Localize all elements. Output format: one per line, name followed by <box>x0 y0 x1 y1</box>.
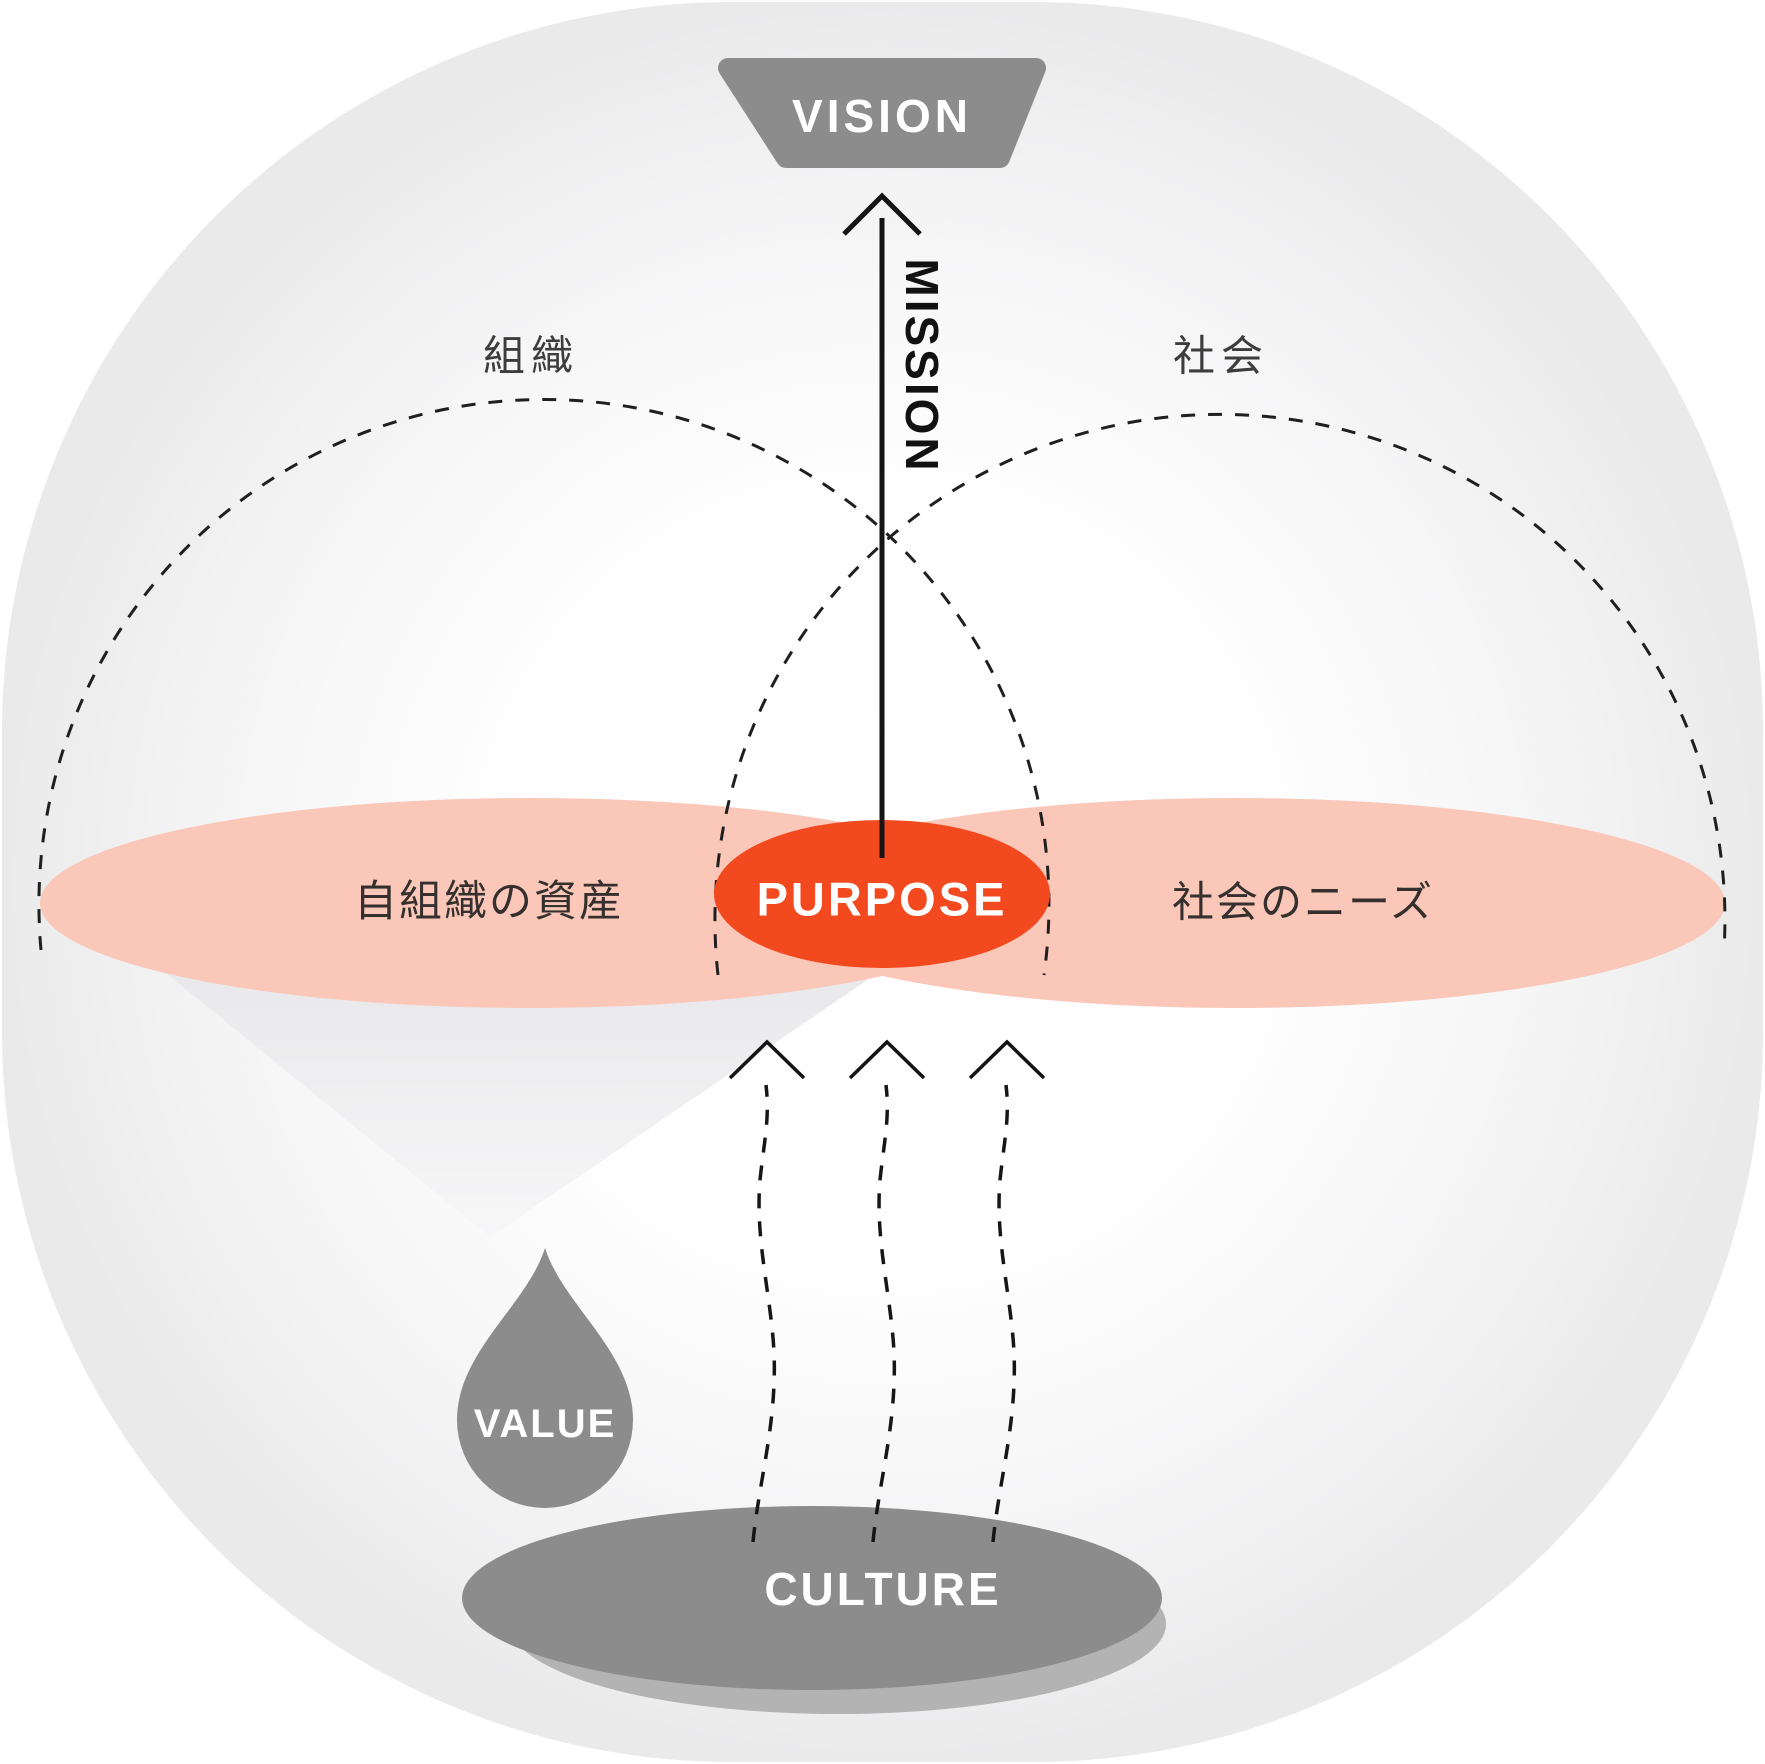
culture-to-purpose-arrow <box>728 1039 806 1543</box>
wavy-arrow-line <box>871 1084 897 1543</box>
society-dashed-circle <box>713 412 1727 976</box>
organization-dashed-circle <box>37 398 1051 976</box>
vision-label: VISION <box>792 90 972 142</box>
wavy-arrowhead-icon <box>848 1039 926 1080</box>
purpose-ellipse <box>714 820 1050 968</box>
mission-label: MISSION <box>896 258 948 473</box>
society-label: 社会 <box>1173 333 1269 380</box>
culture-to-purpose-arrow <box>968 1039 1046 1543</box>
wavy-arrowhead-icon <box>728 1039 806 1080</box>
purpose-label: PURPOSE <box>757 873 1008 926</box>
mission-arrowhead-icon <box>842 192 922 236</box>
society-needs-label: 社会のニーズ <box>1172 879 1434 926</box>
value-drop <box>457 1248 633 1508</box>
culture-label: CULTURE <box>764 1563 1001 1615</box>
vision-trapezoid <box>718 58 1046 168</box>
value-label: VALUE <box>474 1402 617 1446</box>
wavy-arrow-line <box>991 1084 1017 1543</box>
wavy-arrowhead-icon <box>968 1039 1046 1080</box>
wavy-arrow-line <box>751 1084 777 1543</box>
organization-assets-label: 自組織の資産 <box>354 878 624 926</box>
culture-ellipse <box>462 1506 1162 1690</box>
organization-label: 組織 <box>483 333 579 380</box>
culture-to-purpose-arrow <box>848 1039 926 1543</box>
funnel-shape <box>150 960 882 1237</box>
